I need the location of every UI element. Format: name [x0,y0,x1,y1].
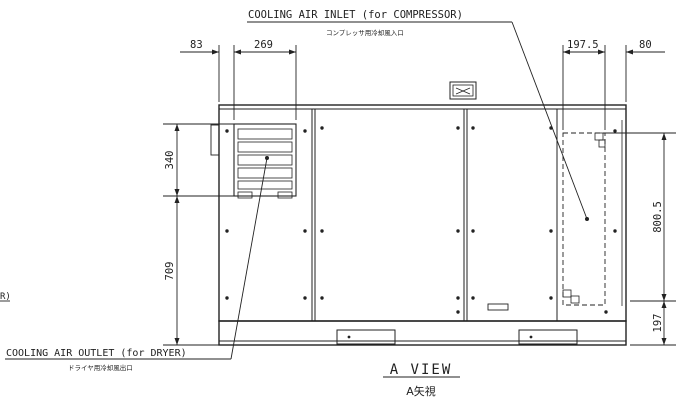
dimension-arrows [174,49,667,345]
dim-197-5: 197.5 [567,39,599,51]
lifting-lug [449,81,477,100]
panel-fasteners [225,126,617,314]
view-title: A VIEW [390,362,453,378]
enclosure [210,81,627,346]
base-foot-right [518,329,578,345]
dim-709: 709 [164,262,176,281]
dim-800-5: 800.5 [652,201,664,233]
dim-80: 80 [639,39,652,51]
dim-197: 197 [652,314,664,333]
inlet-label: COOLING AIR INLET (for COMPRESSOR) [248,9,463,21]
dim-269: 269 [254,39,273,51]
outlet-label: COOLING AIR OUTLET (for DRYER) [6,348,187,359]
inlet-sublabel: コンプレッサ用冷却風入口 [326,28,404,37]
edge-fragment: R) [0,292,11,302]
leader-lines [0,21,588,378]
outlet-sublabel: ドライヤ用冷却風出口 [68,363,133,372]
base-foot-left [336,329,396,345]
inlet-panel [562,132,606,306]
view-subtitle: A矢視 [406,384,436,398]
outlet-louvre [233,123,297,199]
dim-340: 340 [164,151,176,170]
dim-83: 83 [190,39,203,51]
dimension-lines [163,45,676,346]
